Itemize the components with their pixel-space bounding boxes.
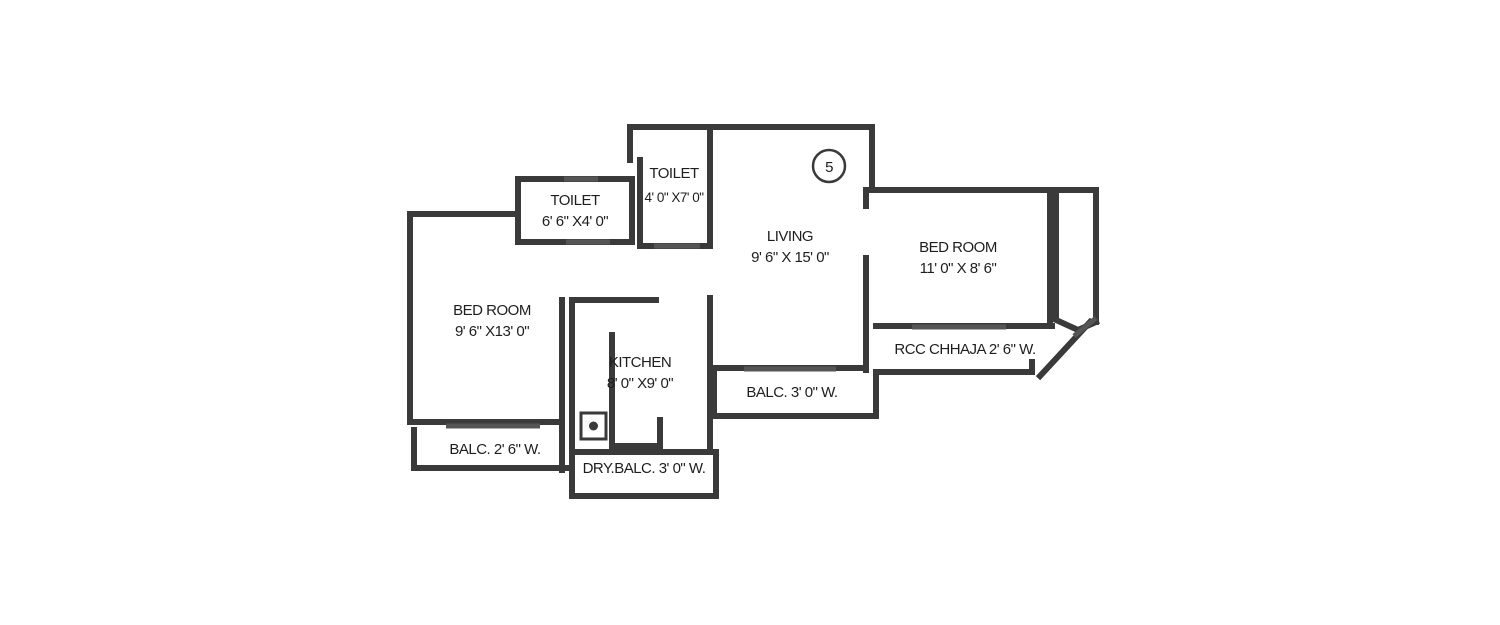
toilet-1-size: 6' 6" X4' 0" (542, 213, 608, 230)
kitchen-size: 8' 0" X9' 0" (607, 375, 673, 392)
toilet-2-size: 4' 0" X7' 0" (644, 190, 704, 205)
walls (407, 124, 1100, 499)
wall-toilet-1 (515, 176, 635, 245)
wall-chhaja (873, 359, 1035, 375)
living-name: LIVING (767, 228, 813, 245)
balcony-labels: BALC. 2' 6" W. DRY.BALC. 3' 0" W. BALC. … (449, 341, 1036, 477)
living-size: 9' 6" X 15' 0" (751, 249, 829, 266)
wall-kitchen (569, 295, 713, 455)
wall-bedroom-left (407, 211, 565, 473)
kitchen-sink (579, 411, 608, 441)
wall-dry-balcony (569, 449, 719, 499)
kitchen-name: KITCHEN (609, 354, 671, 371)
windows (446, 176, 1098, 429)
toilet-1-name: TOILET (550, 192, 600, 209)
position-marker: 5 (811, 148, 847, 184)
balcony-left-label: BALC. 2' 6" W. (449, 441, 540, 458)
wall-top (627, 124, 875, 193)
window-bay (1072, 316, 1098, 338)
bedroom-right-size: 11' 0" X 8' 6" (920, 260, 997, 277)
wall-bedroom-right (863, 187, 1099, 373)
dry-balcony-label: DRY.BALC. 3' 0" W. (583, 460, 706, 477)
toilet-2-name: TOILET (649, 165, 699, 182)
room-labels: TOILET 6' 6" X4' 0" TOILET 4' 0" X7' 0" … (453, 165, 997, 392)
bedroom-left-name: BED ROOM (453, 302, 531, 319)
chhaja-label: RCC CHHAJA 2' 6" W. (894, 341, 1035, 358)
marker-label: 5 (825, 159, 833, 176)
wall-toilet-2 (627, 124, 713, 249)
bedroom-right-name: BED ROOM (919, 239, 997, 256)
balcony-living-label: BALC. 3' 0" W. (746, 384, 837, 401)
wall-balcony-left (411, 427, 575, 471)
bedroom-left-size: 9' 6" X13' 0" (455, 323, 529, 340)
